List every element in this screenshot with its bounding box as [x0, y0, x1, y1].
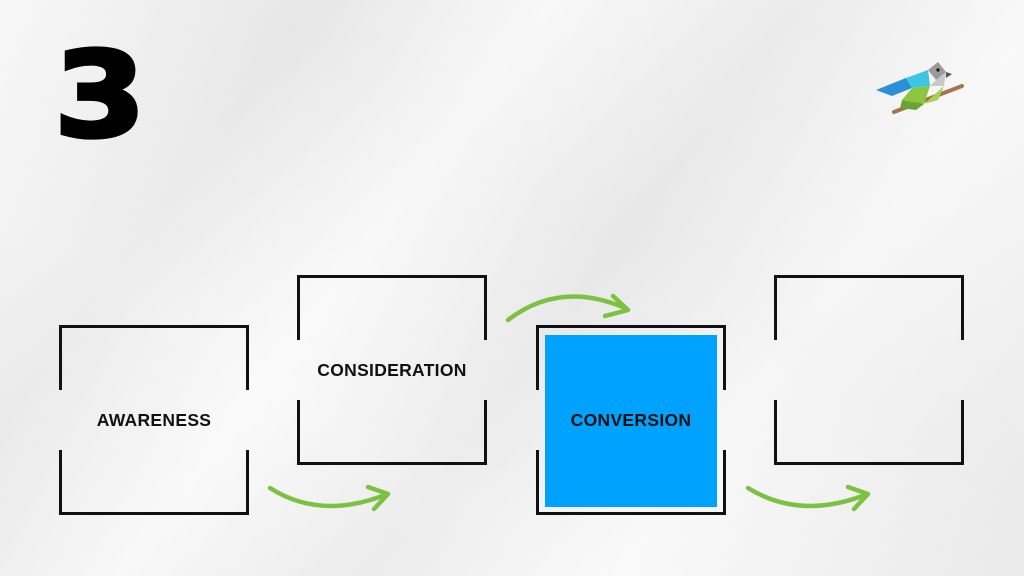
stage-box-empty: [774, 275, 964, 465]
arrow-awareness-to-consideration-head: [365, 484, 391, 512]
stage-box-awareness: [59, 325, 249, 515]
stage-label-consideration: CONSIDERATION: [317, 360, 467, 380]
stage-box-consideration: [297, 275, 487, 465]
stage-box-conversion: [536, 325, 726, 515]
arrow-consideration-to-conversion: [505, 294, 628, 323]
arrow-consideration-to-conversion-head: [602, 293, 631, 319]
stage-highlight-fill: [545, 335, 717, 507]
arrow-awareness-to-consideration: [267, 485, 388, 509]
step-number: 3: [52, 26, 148, 164]
arrow-conversion-to-next-head: [845, 484, 871, 512]
arrow-conversion-to-next: [745, 485, 868, 509]
stage-label-conversion: CONVERSION: [570, 410, 692, 430]
stage-label-awareness: AWARENESS: [96, 410, 212, 430]
